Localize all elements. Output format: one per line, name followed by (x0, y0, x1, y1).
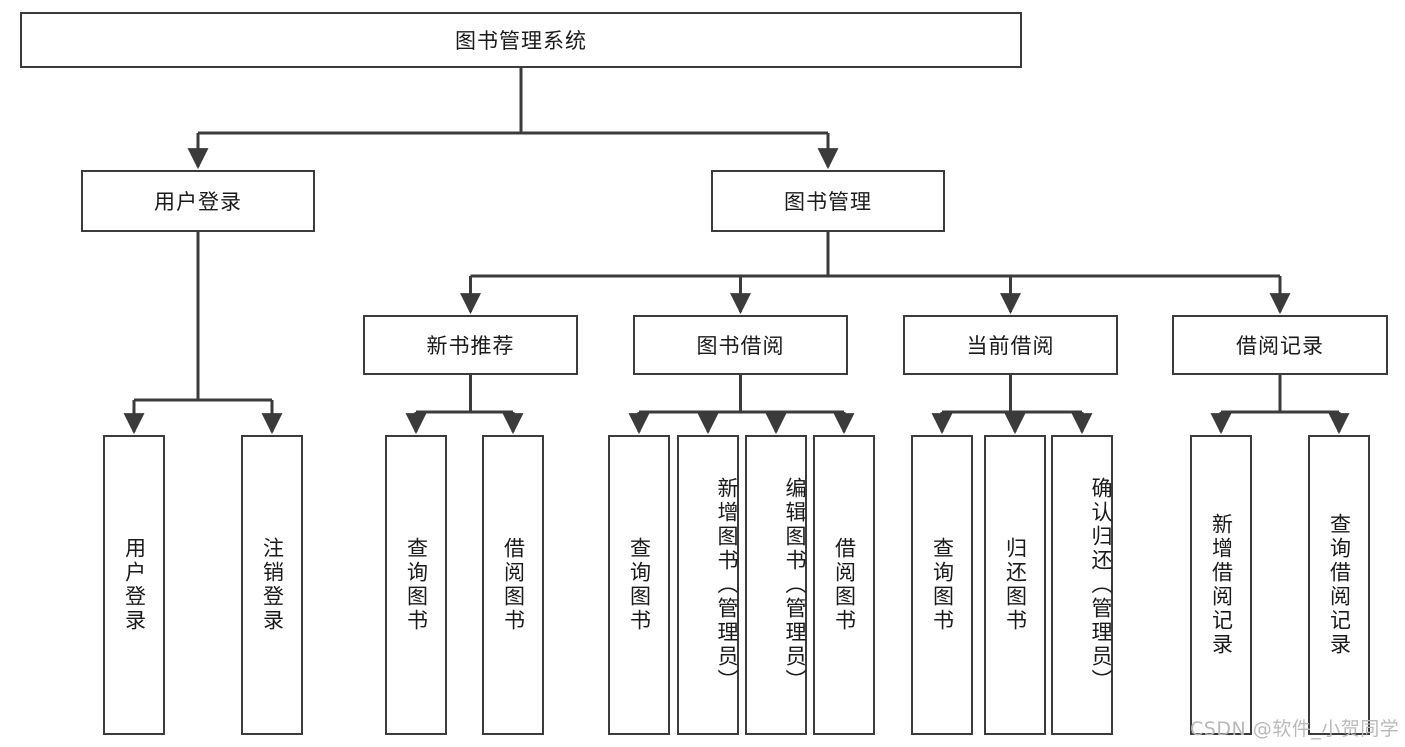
node-label: 编辑图书（管理员） (783, 477, 807, 693)
node-label: 用户登录 (122, 537, 147, 633)
node-borrow-record[interactable]: 借阅记录 (1172, 315, 1388, 375)
node-label: 查询借阅记录 (1327, 513, 1352, 657)
node-label: 新书推荐 (426, 334, 515, 358)
node-label: 图书借阅 (696, 334, 785, 358)
node-leaf-query-book-2[interactable]: 查询图书 (608, 435, 670, 735)
node-label: 图书管理系统 (455, 29, 587, 53)
csdn-watermark: CSDN @软件_小贺同学 (1190, 718, 1400, 740)
node-leaf-logout-login[interactable]: 注销登录 (241, 435, 303, 735)
node-current-borrow[interactable]: 当前借阅 (903, 315, 1118, 375)
node-label: 注销登录 (260, 537, 285, 633)
node-leaf-query-borrow-record[interactable]: 查询借阅记录 (1308, 435, 1370, 735)
node-leaf-return-book[interactable]: 归还图书 (984, 435, 1046, 735)
node-leaf-add-borrow-record[interactable]: 新增借阅记录 (1190, 435, 1252, 735)
node-leaf-edit-book-admin[interactable]: 编辑图书（管理员） (745, 435, 807, 735)
node-book-borrow[interactable]: 图书借阅 (633, 315, 848, 375)
node-leaf-confirm-return-admin[interactable]: 确认归还（管理员） (1051, 435, 1113, 735)
node-label: 借阅图书 (832, 537, 857, 633)
node-user-login[interactable]: 用户登录 (81, 170, 315, 232)
node-label: 借阅图书 (501, 537, 526, 633)
node-leaf-borrow-book-1[interactable]: 借阅图书 (482, 435, 544, 735)
node-label: 新增图书（管理员） (715, 477, 739, 693)
node-leaf-borrow-book-2[interactable]: 借阅图书 (813, 435, 875, 735)
node-leaf-query-book-1[interactable]: 查询图书 (385, 435, 447, 735)
node-label: 确认归还（管理员） (1089, 477, 1113, 693)
node-book-management[interactable]: 图书管理 (711, 170, 945, 232)
node-label: 新增借阅记录 (1209, 513, 1234, 657)
node-label: 用户登录 (154, 190, 242, 214)
node-label: 当前借阅 (966, 334, 1055, 358)
node-label: 借阅记录 (1236, 334, 1324, 358)
root-node-book-management-system[interactable]: 图书管理系统 (20, 12, 1022, 68)
node-label: 归还图书 (1003, 537, 1028, 633)
node-label: 图书管理 (784, 190, 872, 214)
node-label: 查询图书 (404, 537, 429, 633)
node-new-book-recommend[interactable]: 新书推荐 (363, 315, 578, 375)
node-leaf-user-login[interactable]: 用户登录 (103, 435, 165, 735)
node-label: 查询图书 (627, 537, 652, 633)
node-label: 查询图书 (930, 537, 955, 633)
node-leaf-query-book-3[interactable]: 查询图书 (911, 435, 973, 735)
node-leaf-add-book-admin[interactable]: 新增图书（管理员） (677, 435, 739, 735)
